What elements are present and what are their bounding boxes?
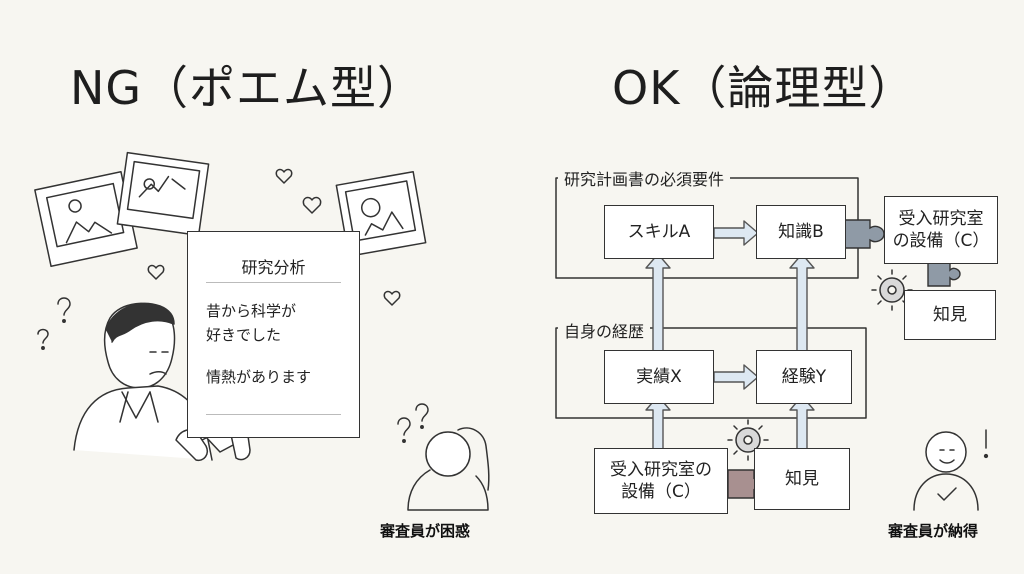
- heart-icon: [302, 196, 322, 214]
- requirements-group-label: 研究計画書の必須要件: [558, 166, 731, 190]
- arrow-achievement-to-experience: [713, 364, 759, 390]
- document-line: 情熱があります: [206, 368, 312, 386]
- experience-box: 経験Y: [756, 350, 852, 404]
- document-line: 好きでした: [206, 326, 282, 344]
- heart-icon: [147, 264, 165, 280]
- arrow-skill-to-knowledge: [713, 220, 759, 246]
- heart-icon: [383, 290, 401, 306]
- arrow-equipment-to-achievement: [645, 395, 671, 451]
- confused-reviewer-illustration: [397, 403, 490, 511]
- ok-caption: 審査員が納得: [888, 522, 979, 540]
- document-divider: [206, 414, 341, 415]
- poem-document: 研究分析 昔から科学が 好きでした 情熱があります: [187, 231, 360, 438]
- document-line: 昔から科学が: [206, 302, 297, 320]
- equipment-line: 設備（C）: [621, 482, 701, 502]
- insight-box-bottom: 知見: [754, 448, 850, 510]
- equipment-line: 受入研究室の: [610, 459, 712, 480]
- requirements-frame: [555, 177, 859, 279]
- question-mark-icon: [37, 297, 71, 350]
- arrow-experience-to-knowledge: [789, 253, 815, 357]
- equipment-box-bottom: 受入研究室の 設備（C）: [594, 448, 728, 514]
- satisfied-reviewer-illustration: [913, 429, 989, 511]
- experience-group-label: 自身の経歴: [558, 318, 651, 342]
- experience-frame: [555, 327, 867, 419]
- insight-box-top: 知見: [904, 290, 996, 340]
- skill-box: スキルA: [604, 205, 714, 259]
- knowledge-box: 知識B: [756, 205, 846, 259]
- arrow-achievement-to-skill: [645, 253, 671, 357]
- puzzle-piece-icon: [927, 261, 961, 287]
- photo-icon: [116, 151, 210, 237]
- equipment-box-top: 受入研究室 の設備（C）: [884, 196, 998, 264]
- puzzle-piece-icon: [843, 219, 885, 249]
- photo-icon: [34, 170, 138, 268]
- ng-caption: 審査員が困惑: [380, 522, 471, 540]
- ok-heading: OK（論理型）: [612, 61, 916, 115]
- equipment-line: の設備（C）: [892, 231, 990, 251]
- document-title: 研究分析: [241, 258, 306, 277]
- heart-icon: [275, 168, 293, 184]
- arrow-insight-to-experience: [789, 395, 815, 451]
- equipment-line: 受入研究室: [898, 208, 984, 229]
- ng-heading: NG（ポエム型）: [70, 61, 425, 115]
- document-divider: [206, 282, 341, 283]
- achievement-box: 実績X: [604, 350, 714, 404]
- gear-icon: [727, 419, 769, 461]
